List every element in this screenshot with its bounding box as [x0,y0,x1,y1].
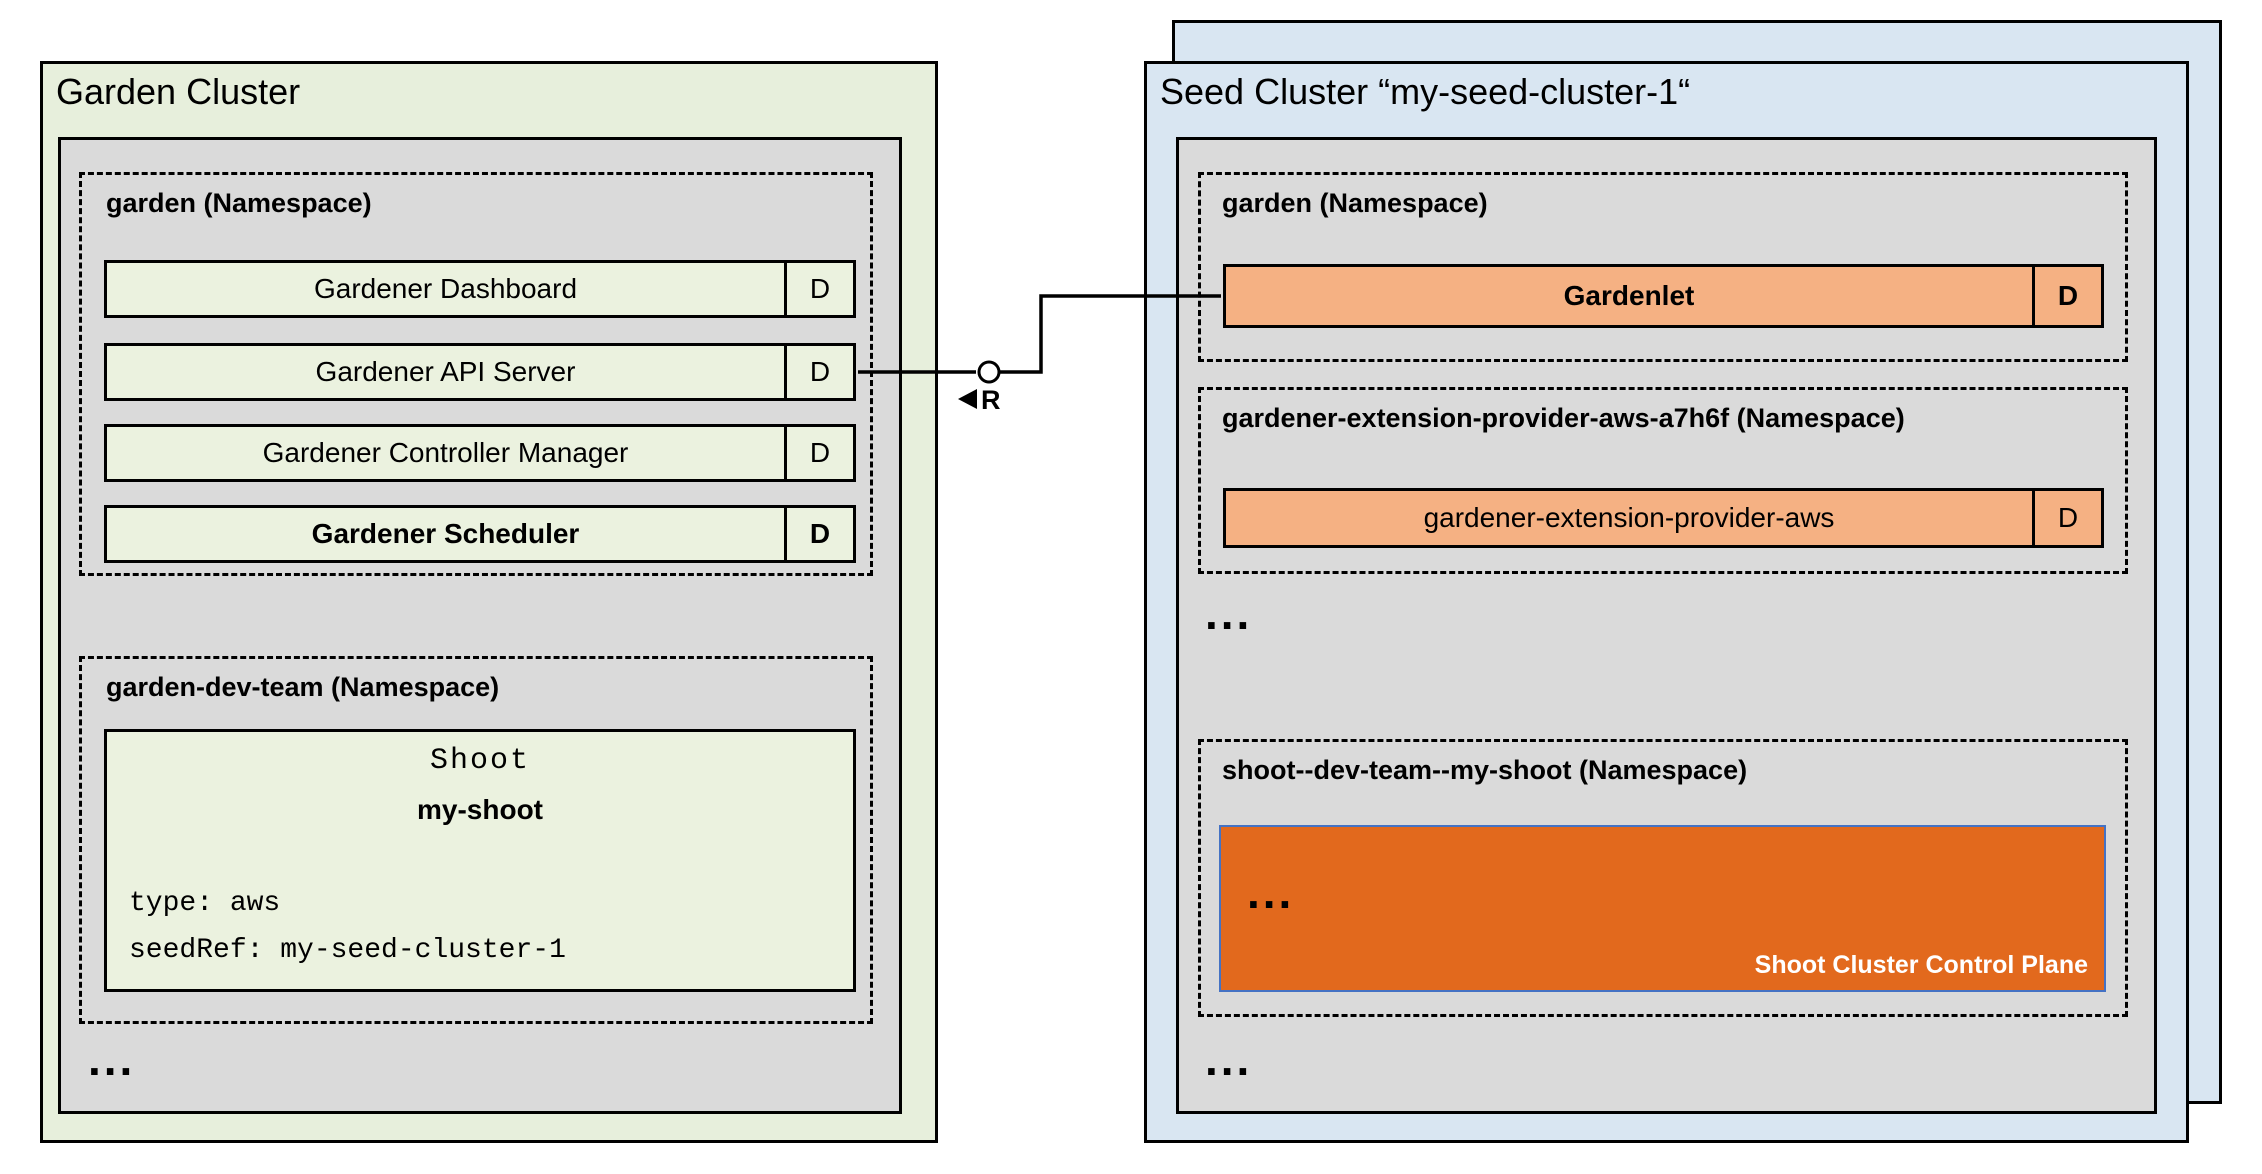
garden-ellipsis: ... [88,1033,136,1085]
seed-garden-namespace-box [1198,172,2128,362]
interface-circle [977,360,1001,384]
extension-namespace-box [1198,387,2128,574]
shoot-namespace-label: shoot--dev-team--my-shoot (Namespace) [1222,755,1748,785]
shoot-kind: Shoot [429,744,530,778]
deployment-badge: D [784,427,853,479]
component-label: Gardenlet [1563,280,1695,311]
seed-garden-namespace-label: garden (Namespace) [1222,188,1488,218]
control-plane-label: Shoot Cluster Control Plane [1754,951,2088,979]
component-gardener-dashboard: Gardener Dashboard D [104,260,856,318]
garden-namespace-box [79,172,873,576]
component-label: gardener-extension-provider-aws [1423,502,1835,533]
garden-cluster-title: Garden Cluster [56,71,301,112]
seed-cluster-title: Seed Cluster “my-seed-cluster-1“ [1160,71,1691,112]
component-gardener-scheduler: Gardener Scheduler D [104,505,856,563]
shoot-name: my-shoot [417,794,543,825]
deployment-badge: D [2032,267,2101,325]
extension-namespace-label: gardener-extension-provider-aws-a7h6f (N… [1222,403,1905,433]
deployment-badge: D [2032,491,2101,545]
seed-ellipsis-bottom: ... [1205,1033,1253,1085]
component-label: Gardener Scheduler [311,518,580,549]
shoot-namespace-box [1198,739,2128,1017]
deployment-badge: D [784,346,853,398]
component-label: Gardener Controller Manager [262,437,629,468]
component-label: Gardener API Server [315,356,576,387]
shoot-spec-seedref: seedRef: my-seed-cluster-1 [129,935,566,966]
component-gardener-api-server: Gardener API Server D [104,343,856,401]
shoot-resource-card: Shoot my-shoot type: aws seedRef: my-see… [104,729,856,992]
garden-dev-team-namespace-label: garden-dev-team (Namespace) [106,672,500,702]
component-extension-provider-aws: gardener-extension-provider-aws D [1223,488,2104,548]
connector-label: R [981,385,1001,415]
deployment-badge: D [784,263,853,315]
shoot-control-plane-box: ... Shoot Cluster Control Plane [1219,825,2106,992]
seed-ellipsis-middle: ... [1205,587,1253,639]
control-plane-ellipsis: ... [1247,866,1295,918]
component-gardenlet: Gardenlet D [1223,264,2104,328]
component-gardener-controller-manager: Gardener Controller Manager D [104,424,856,482]
garden-namespace-label: garden (Namespace) [106,188,372,218]
component-label: Gardener Dashboard [313,273,578,304]
shoot-spec-type: type: aws [129,888,281,919]
garden-dev-team-namespace-box [79,656,873,1024]
deployment-badge: D [784,508,853,560]
direction-arrow-icon [958,389,977,409]
